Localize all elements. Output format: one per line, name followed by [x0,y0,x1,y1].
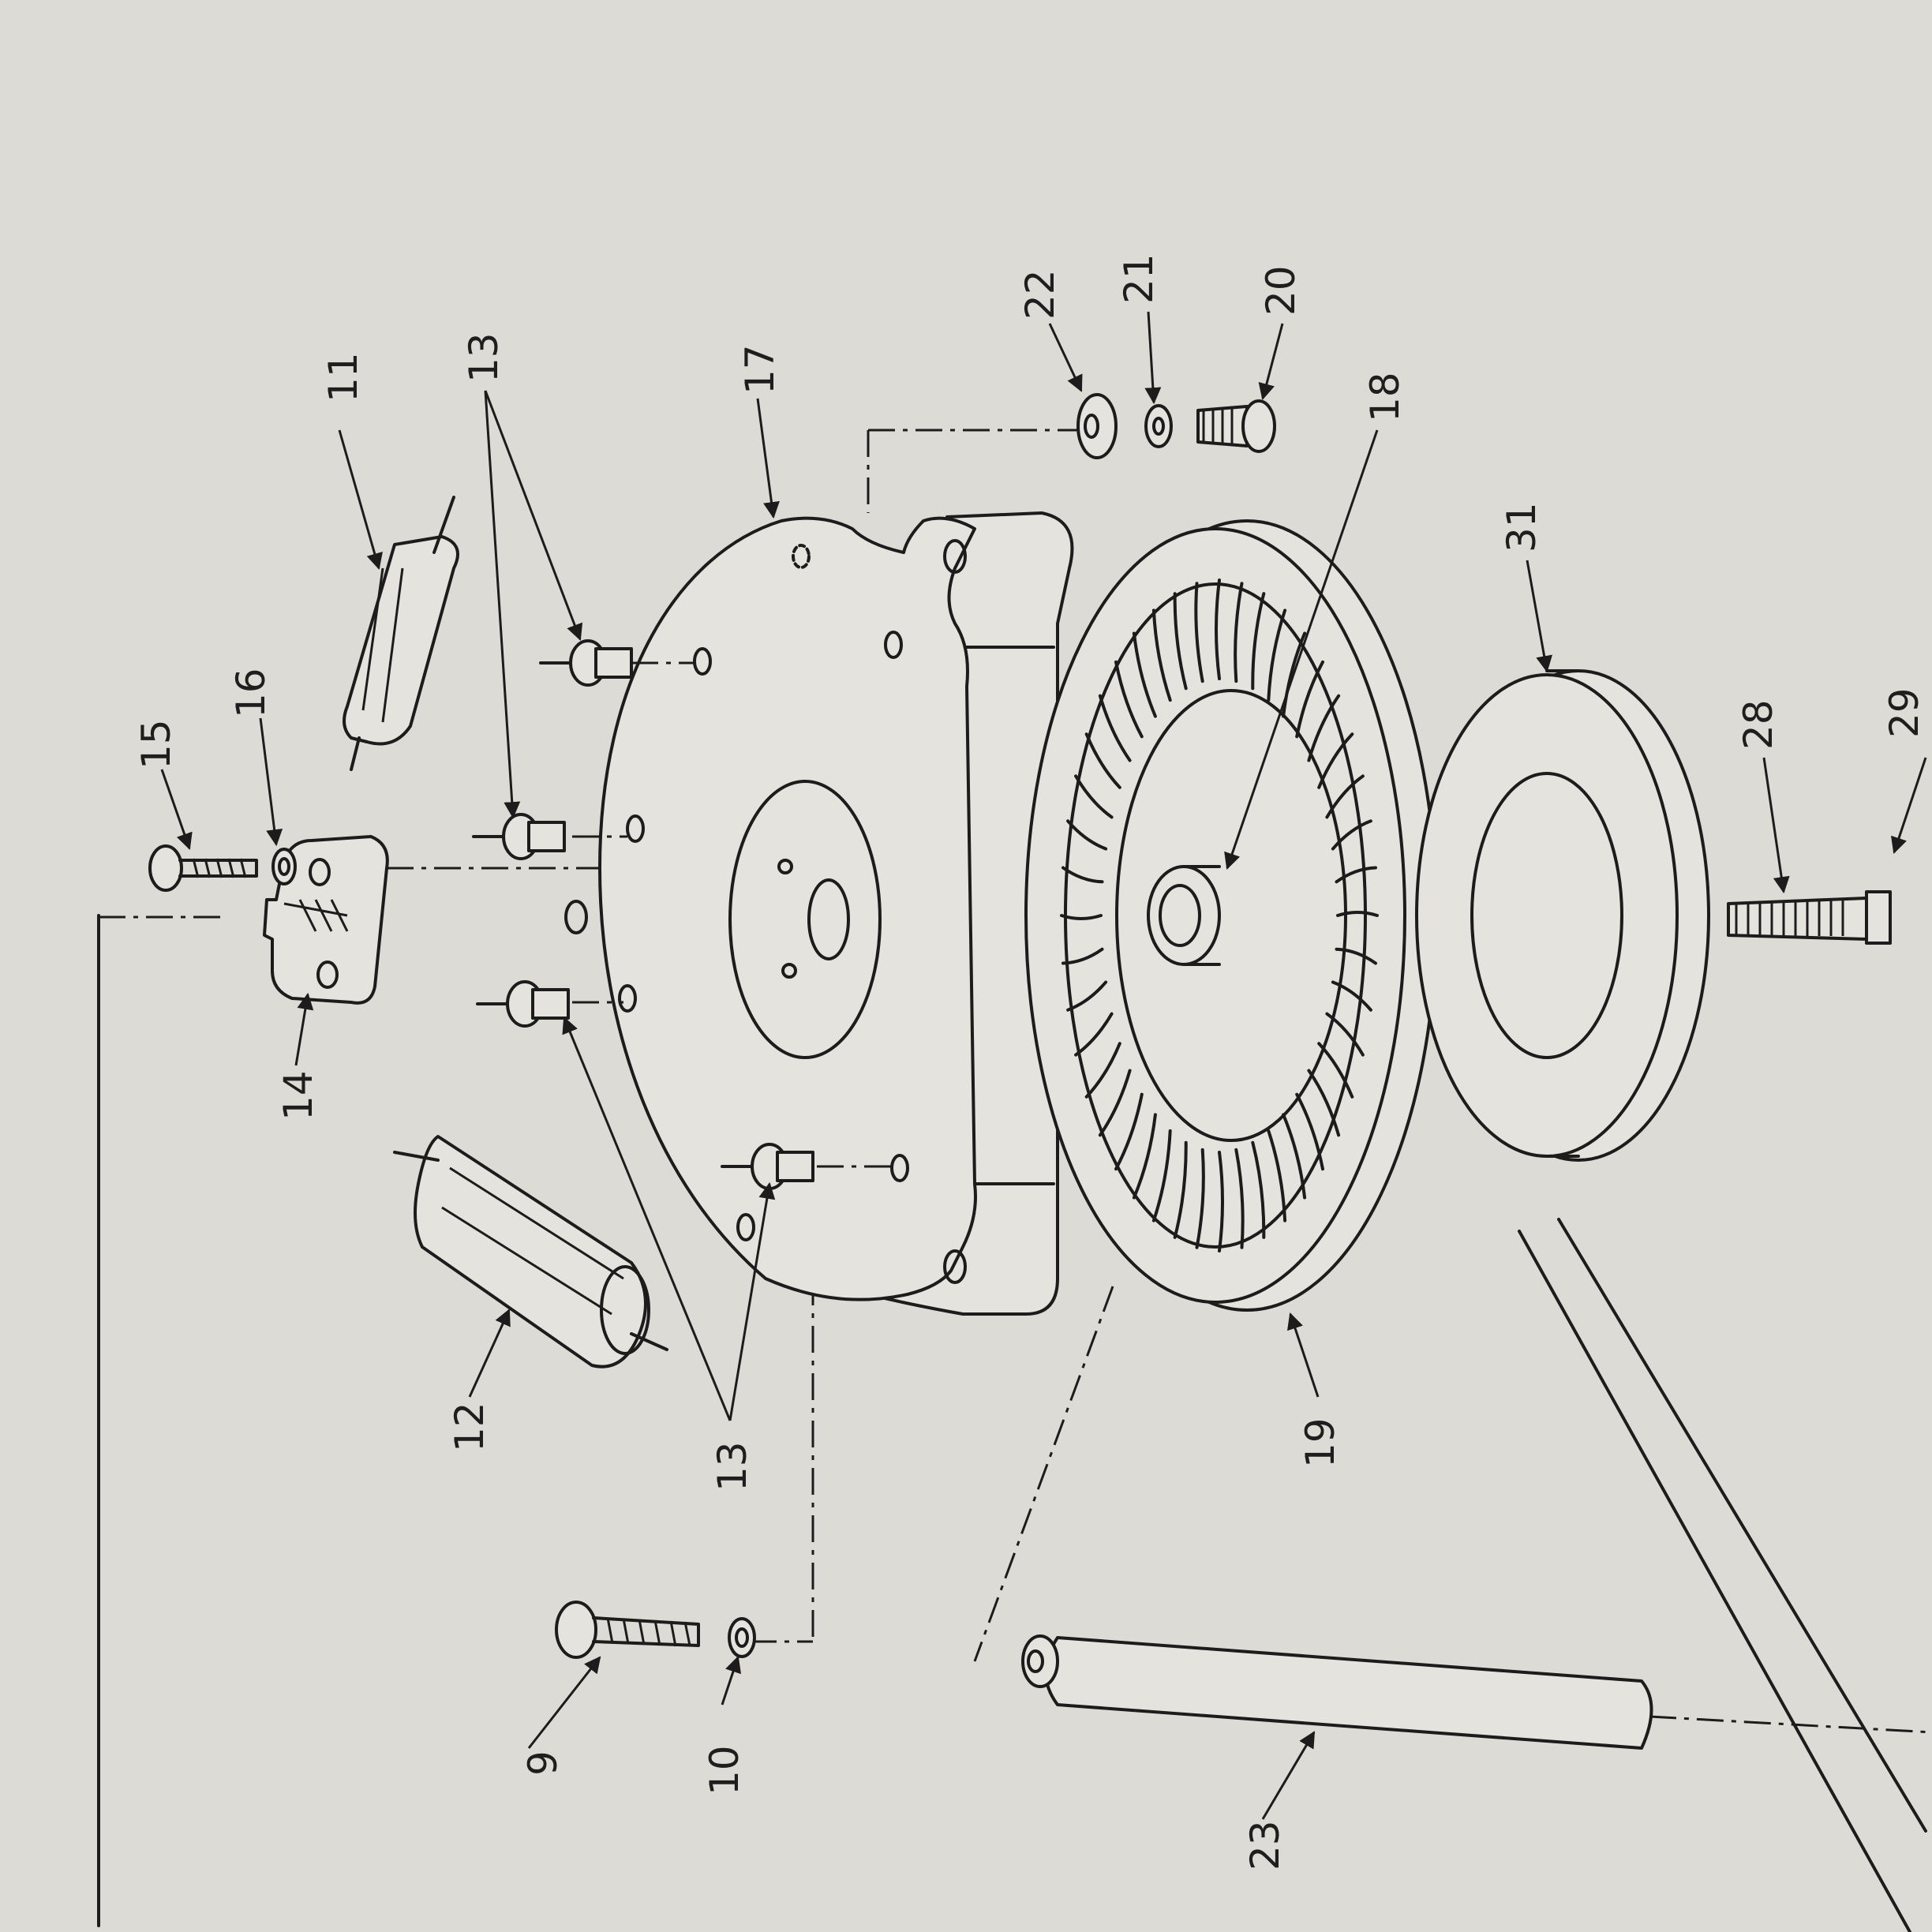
stator-windings [1060,578,1379,1252]
winding-loop [1307,1069,1341,1137]
winding-loop [1335,866,1377,884]
winding-loop [1060,914,1103,920]
label-17: 17 [737,344,783,395]
winding-loop [1173,1140,1188,1239]
housing-17 [564,511,1074,1316]
bolt-28 [1727,890,1892,945]
winding-loop [1336,911,1379,917]
guide-lines [97,429,1932,1932]
label-11: 11 [320,352,366,402]
winding-loop [1132,1113,1157,1200]
winding-loop [1267,1129,1287,1222]
winding-loop [1061,866,1104,884]
winding-loop [1295,1092,1324,1171]
winding-loop [1282,1113,1307,1200]
winding-loop [1234,1148,1245,1249]
winding-loop [1151,608,1172,702]
winding-loop [1114,1092,1144,1171]
winding-loop [1325,1012,1365,1057]
winding-loop [1084,732,1121,789]
label-23: 23 [1242,1820,1288,1870]
label-21: 21 [1116,253,1162,304]
winding-loop [1282,631,1307,718]
screw-20 [1196,399,1276,453]
winding-loop [1295,660,1324,739]
label-15: 15 [133,719,179,769]
label-31: 31 [1499,502,1544,552]
label-9: 9 [520,1750,566,1776]
winding-loop [1074,1012,1114,1057]
rotor-bushing-18 [1147,865,1221,966]
winding-loop [1074,774,1114,819]
winding-loop [1114,660,1144,739]
winding-loop [1317,1042,1354,1099]
rod-23 [1021,1634,1653,1750]
label-10: 10 [702,1745,747,1795]
winding-loop [1251,592,1266,691]
winding-loop [1307,694,1341,762]
winding-loop [1132,631,1157,718]
washer-16 [271,848,297,886]
winding-loop [1267,608,1287,702]
label-13-bottom: 13 [710,1441,755,1492]
terminal-posts-13 [472,639,892,1190]
screw-9 [555,1601,700,1659]
winding-loop [1084,1042,1121,1099]
winding-loop [1098,1069,1132,1137]
label-14: 14 [275,1070,321,1121]
winding-loop [1234,582,1244,683]
winding-loop [1331,819,1372,851]
ring-31 [1415,669,1710,1162]
winding-loop [1218,1151,1224,1252]
winding-loop [1061,947,1104,965]
capacitor-11 [343,496,459,771]
label-29: 29 [1881,687,1927,738]
stator-19 [1024,519,1438,1312]
washer-22 [1076,393,1118,459]
winding-loop [1215,578,1221,680]
winding-loop [1066,819,1108,851]
lockwasher-10 [728,1617,756,1658]
label-16: 16 [228,668,274,718]
label-20: 20 [1258,265,1304,316]
label-18: 18 [1362,372,1408,422]
winding-loop [1066,980,1108,1012]
winding-loop [1325,774,1365,819]
capacitor-12 [393,1135,668,1368]
winding-loop [1331,980,1372,1012]
label-28: 28 [1735,699,1781,750]
screw-15 [148,844,258,892]
winding-loop [1335,947,1377,965]
winding-loop [1151,1129,1172,1222]
label-19: 19 [1297,1417,1343,1468]
label-12: 12 [447,1402,492,1452]
label-13-top: 13 [461,332,507,383]
lockwasher-21 [1144,404,1173,448]
winding-loop [1251,1140,1266,1239]
leader-lines [160,311,1927,1820]
winding-loop [1098,694,1132,762]
part-labels: 9 10 11 12 13 13 14 15 16 17 18 19 20 21… [133,253,1927,1870]
label-22: 22 [1017,269,1063,320]
winding-loop [1173,592,1188,691]
winding-loop [1194,582,1204,683]
winding-loop [1195,1148,1205,1249]
winding-loop [1317,732,1354,789]
